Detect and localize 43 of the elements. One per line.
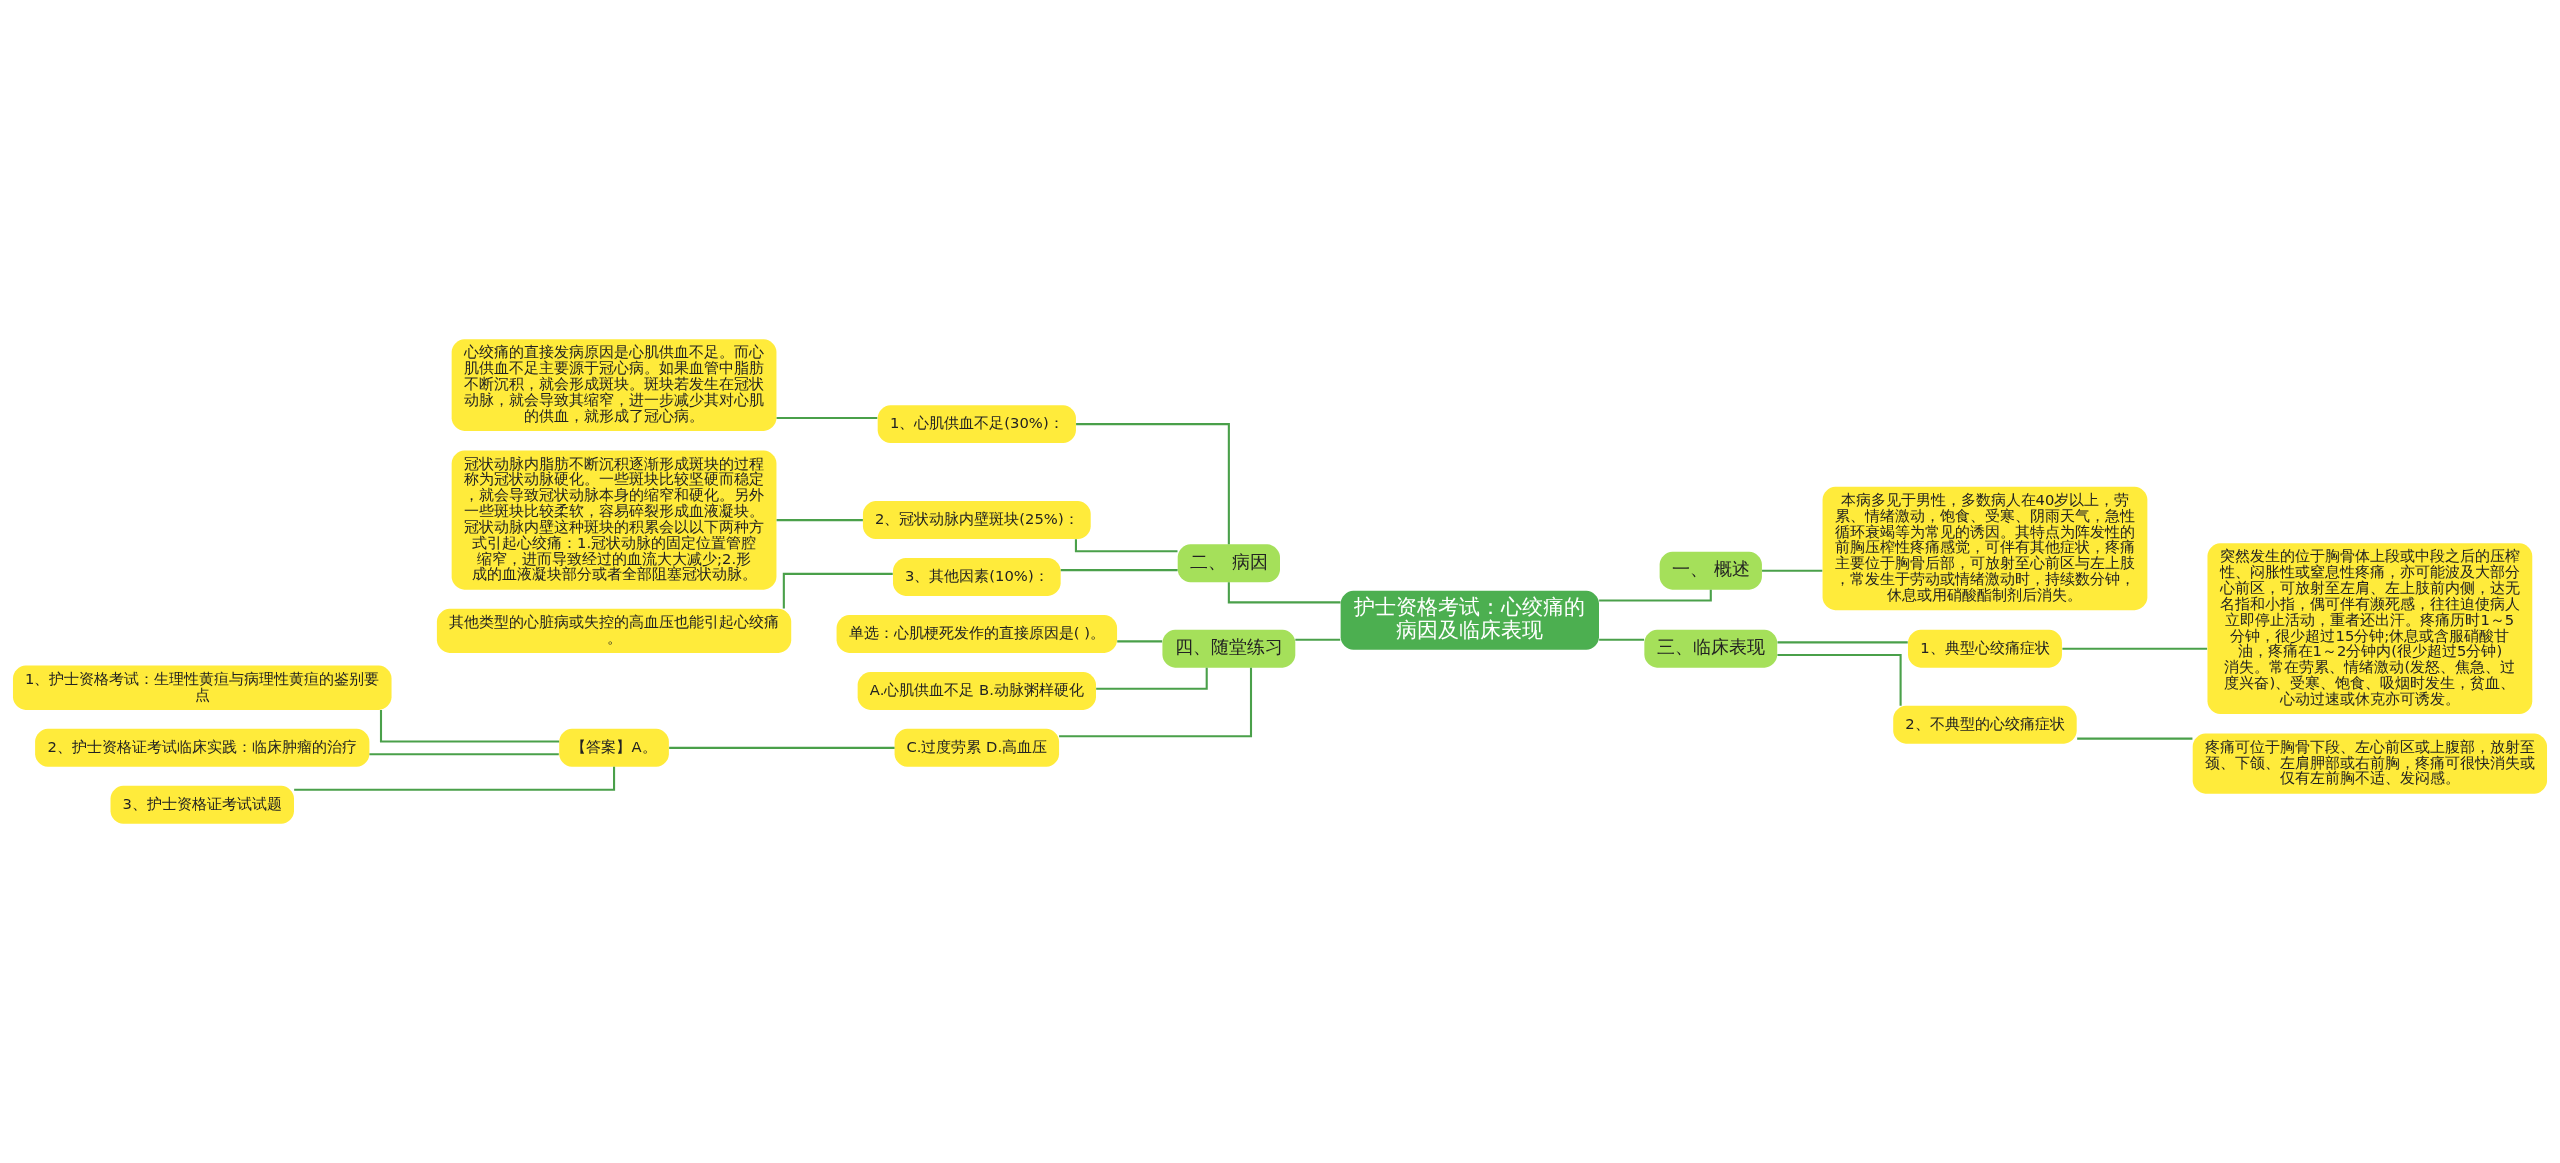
node-box: 2、不典型的心绞痛症状 [1893, 705, 2077, 744]
connector [1777, 641, 1908, 644]
node-box: 2、护士资格证考试临床实践：临床肿瘤的治疗 [35, 728, 370, 767]
node-box: 护士资格考试：心绞痛的病因及临床表现 [1340, 590, 1599, 650]
connector [776, 519, 863, 522]
connector [2062, 647, 2208, 650]
node-box: 心绞痛的直接发病原因是心肌供血不足。而心肌供血不足主要源于冠心病。如果血管中脂肪不断沉积，就会形成斑块。斑块若发生在冠状动脉，就会导致其缩窄，进一步减少其对心肌的供血，就形成了冠心病。 [451, 339, 777, 431]
connector [1599, 589, 1712, 602]
connector [379, 709, 560, 743]
connector [1074, 539, 1178, 553]
connector [1117, 640, 1163, 643]
node-box: 四、随堂练习 [1162, 629, 1296, 668]
connector [369, 753, 559, 756]
node-box: 2、冠状动脉内壁斑块(25%)： [862, 501, 1091, 540]
connector [1076, 423, 1230, 545]
connector [1060, 569, 1178, 572]
node-box: 二、 病因 [1177, 544, 1280, 583]
node-box: 一、 概述 [1659, 551, 1762, 590]
node-box: 3、其他因素(10%)： [893, 558, 1061, 596]
node-box: 1、心肌供血不足(30%)： [877, 405, 1076, 444]
node-box: 疼痛可位于胸骨下段、左心前区或上腹部，放射至颈、下颌、左肩胛部或右前胸，疼痛可很快消失或仅有左前胸不适、发闷感。 [2192, 733, 2548, 794]
node-box: C.过度劳累 D.高血压 [894, 728, 1060, 767]
connector [1762, 569, 1823, 572]
node-box: 其他类型的心脏病或失控的高血压也能引起心绞痛。 [436, 608, 792, 653]
node-box: 冠状动脉内脂肪不断沉积逐渐形成斑块的过程称为冠状动脉硬化。一些斑块比较坚硬而稳定，就会导致冠状动脉本身的缩窄和硬化。另外一些斑块比较柔软，容易碎裂形成血液凝块。冠状动脉内壁这种斑块的积累会以以下两种方式引起心绞痛：1.冠状动脉的固定位置管腔缩窄，进而导致经过的血流大大减少;2.形成的血液凝块部分或者全部阻塞冠状动脉。 [451, 450, 777, 590]
node-box: 1、典型心绞痛症状 [1908, 629, 2062, 668]
connector [669, 746, 895, 749]
node-box: 本病多见于男性，多数病人在40岁以上，劳累、情绪激动，饱食、受寒、阴雨天气，急性循环衰竭等为常见的诱因。其特点为阵发性的前胸压榨性疼痛感觉，可伴有其他症状，疼痛主要位于胸骨后部，可放射至心前区与左上肢，常发生于劳动或情绪激动时，持续数分钟，休息或用硝酸酯制剂后消失。 [1822, 486, 2148, 611]
connector [776, 417, 878, 420]
node-box: 1、护士资格考试：生理性黄疸与病理性黄疸的鉴别要点 [12, 665, 392, 710]
connector [1599, 638, 1645, 641]
connector [1295, 638, 1341, 641]
node-box: 【答案】A。 [559, 728, 669, 767]
connector [2077, 737, 2193, 740]
node-box: 三、临床表现 [1644, 629, 1778, 668]
node-box: 单选：心肌梗死发作的直接原因是( )。 [836, 615, 1118, 653]
connector [1059, 667, 1253, 738]
node-box: 3、护士资格证考试试题 [110, 785, 294, 824]
connector [1777, 654, 1902, 706]
connector [1227, 582, 1341, 604]
node-box: 突然发生的位于胸骨体上段或中段之后的压榨性、闷胀性或窒息性疼痛，亦可能波及大部分心前区，可放射至左肩、左上肢前内侧，达无名指和小指，偶可伴有濒死感，往往迫使病人立即停止活动，重者还出汗。疼痛历时1～5分钟，很少超过15分钟;休息或含服硝酸甘油，疼痛在1～2分钟内(很少超过5分钟)消失。常在劳累、情绪激动(发怒、焦急、过度兴奋)、受寒、饱食、吸烟时发生，贫血、心动过速或休克亦可诱发。 [2207, 543, 2533, 715]
connector [1096, 667, 1208, 690]
node-box: A.心肌供血不足 B.动脉粥样硬化 [857, 671, 1096, 710]
